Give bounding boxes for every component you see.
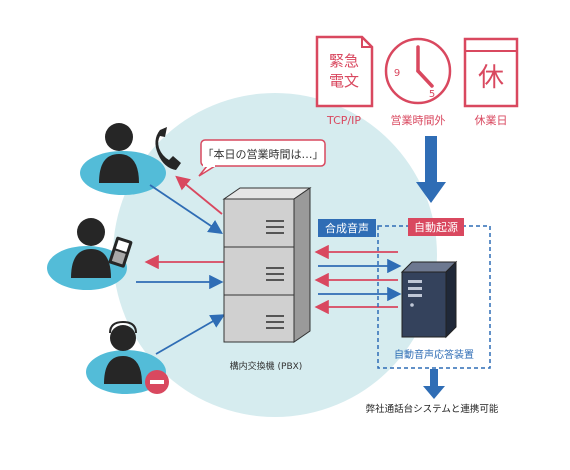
telephone-handset-icon: [155, 127, 181, 170]
pbx-to-operator-arrow: [155, 314, 226, 355]
holiday-caption: 休業日: [475, 114, 508, 127]
integration-down-arrow: [423, 369, 445, 399]
pbx-label: 構内交換機 (PBX): [230, 360, 303, 372]
emergency-line1: 緊急: [329, 52, 359, 70]
auto-start-label: 自動起源: [414, 220, 458, 234]
ivr-label: 自動音声応答装置: [394, 348, 474, 361]
mobile-phone-icon: [108, 236, 133, 268]
speech-bubble: 「本日の営業時間は…」: [198, 139, 326, 177]
trigger-down-arrow: [416, 136, 446, 203]
clock-number-9: 9: [394, 68, 400, 79]
synth-voice-badge: 合成音声: [318, 219, 376, 237]
caller-mobile: [47, 218, 133, 290]
caller1-to-pbx-arrow: [149, 184, 223, 235]
integration-label: 弊社通話台システムと連携可能: [366, 403, 499, 415]
unavailable-icon: [145, 370, 169, 394]
clock-icon: 9 5: [384, 37, 452, 105]
speech-text: 「本日の営業時間は…」: [203, 147, 324, 161]
holiday-char: 休: [478, 63, 504, 93]
caller-phone: [80, 123, 181, 195]
synth-voice-label: 合成音声: [325, 221, 369, 235]
auto-start-badge: 自動起源: [408, 218, 464, 236]
voice-to-caller1-arrow: [175, 175, 223, 215]
emergency-line2: 電文: [329, 72, 359, 90]
after-hours-caption: 営業時間外: [391, 113, 446, 127]
tcpip-caption: TCP/IP: [326, 114, 361, 127]
pbx-server-icon: [222, 187, 312, 343]
clock-number-5: 5: [429, 89, 435, 100]
operator-unavailable: [86, 320, 169, 394]
emergency-message-icon: 緊急 電文: [315, 35, 374, 108]
holiday-calendar-icon: 休: [463, 37, 519, 108]
ivr-server-icon: [400, 260, 458, 339]
